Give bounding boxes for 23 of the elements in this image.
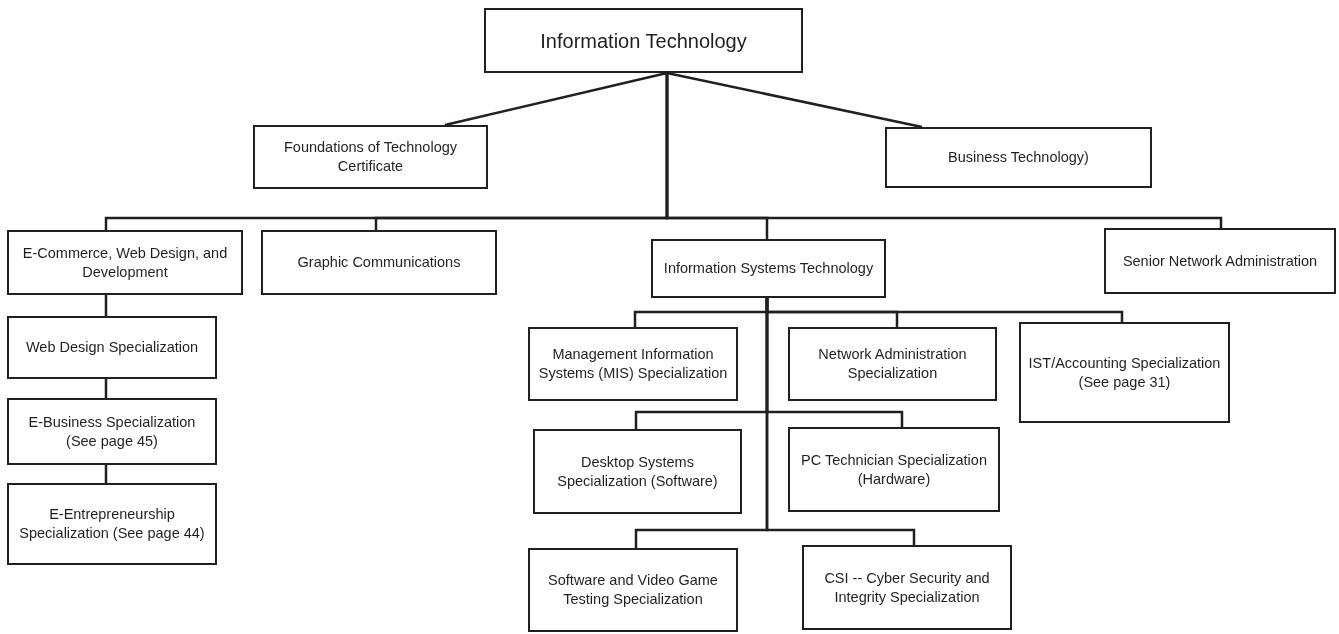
connector-line	[666, 71, 923, 129]
connector-line	[444, 71, 668, 127]
process-box: Management Information Systems (MIS) Specialization	[528, 327, 738, 401]
connector-line	[765, 298, 916, 545]
process-box: PC Technician Specialization (Hardware)	[788, 427, 1000, 512]
process-box: Information Technology	[484, 8, 803, 73]
process-box: E-Business Specialization (See page 45)	[7, 398, 217, 465]
process-box: Web Design Specialization	[7, 316, 217, 379]
process-box: CSI -- Cyber Security and Integrity Specialization	[802, 545, 1012, 630]
connector-line	[104, 295, 108, 316]
process-box: Foundations of Technology Certificate	[253, 125, 488, 189]
process-box: Network Administration Specialization	[788, 327, 997, 401]
process-box: Business Technology)	[885, 127, 1152, 188]
connector-line	[665, 73, 1223, 228]
process-box: Software and Video Game Testing Specialization	[528, 548, 738, 632]
process-box: Information Systems Technology	[651, 239, 886, 298]
process-box: Graphic Communications	[261, 230, 497, 295]
connector-line	[104, 379, 108, 398]
process-box: Desktop Systems Specialization (Software)	[533, 429, 742, 514]
process-box: IST/Accounting Specialization (See page 31)	[1019, 322, 1230, 423]
process-box: E-Commerce, Web Design, and Development	[7, 230, 243, 295]
process-box: E-Entrepreneurship Specialization (See page 44)	[7, 483, 217, 565]
process-box: Senior Network Administration	[1104, 228, 1336, 294]
